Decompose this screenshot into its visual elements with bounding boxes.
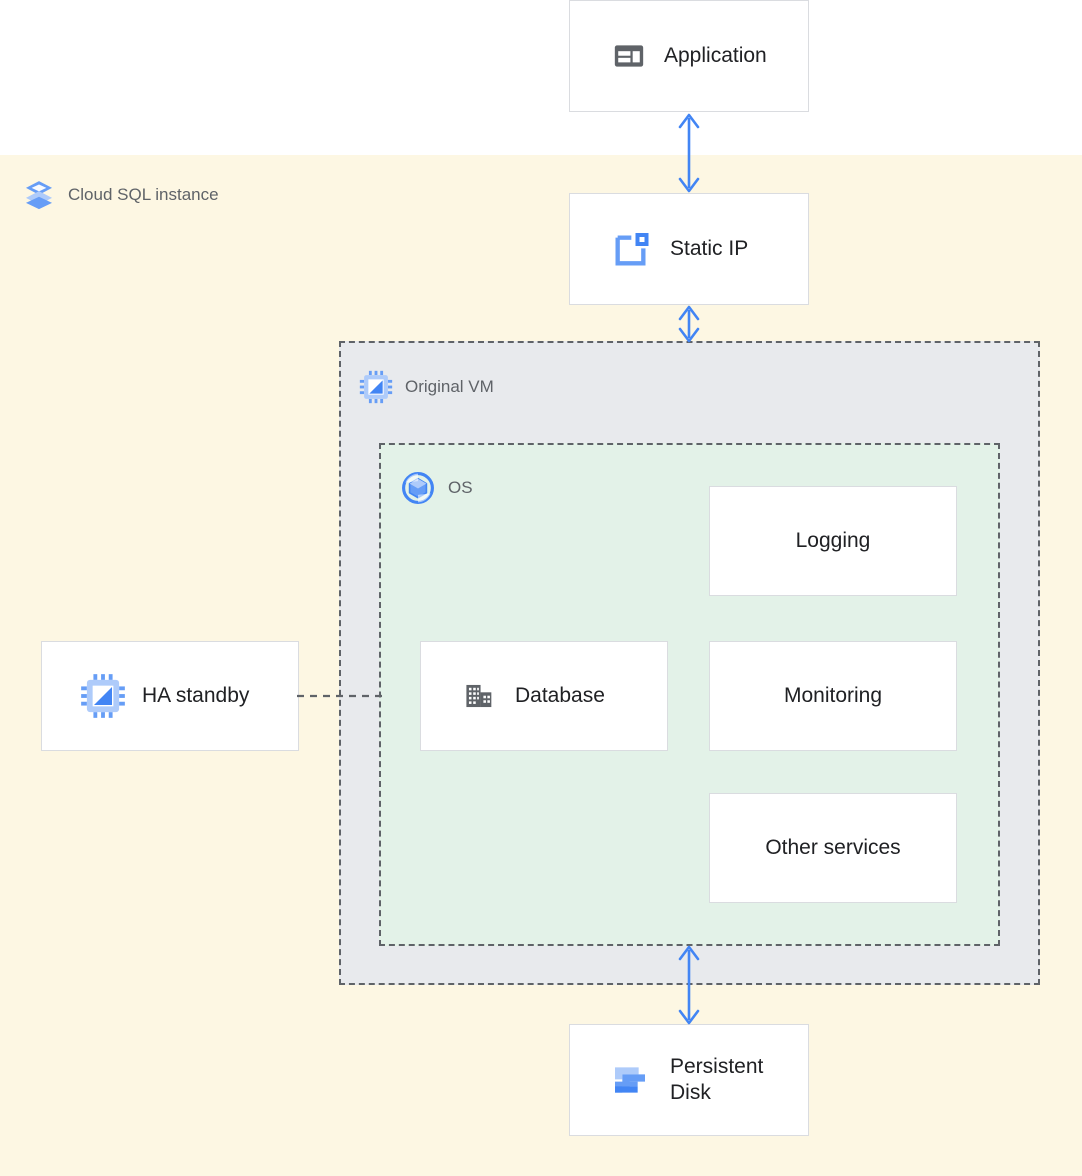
node-application[interactable]: Application (569, 0, 809, 112)
original-vm-label-group: Original VM (359, 370, 494, 404)
node-other-services-label: Other services (765, 835, 901, 859)
node-logging-label: Logging (795, 528, 871, 552)
node-monitoring-label: Monitoring (783, 683, 883, 707)
node-logging[interactable]: Logging (709, 486, 957, 596)
node-static-ip-label: Static IP (670, 236, 749, 260)
connector-original-vm-to-persistent-disk (659, 943, 719, 1027)
node-database[interactable]: Database (420, 641, 668, 751)
connector-static-ip-to-original-vm (659, 303, 719, 345)
original-vm-label: Original VM (405, 377, 494, 396)
persistent-disk-icon (610, 1060, 650, 1100)
static-ip-icon (612, 229, 652, 269)
node-ha-standby[interactable]: HA standby (41, 641, 299, 751)
node-persistent-disk-label: Persistent Disk (670, 1054, 764, 1104)
node-monitoring[interactable]: Monitoring (709, 641, 957, 751)
os-circle-cube-icon (400, 470, 436, 506)
vm-chip-icon (359, 370, 393, 404)
os-label-group: OS (400, 470, 473, 506)
node-application-label: Application (664, 43, 767, 67)
vm-chip-icon (80, 673, 126, 719)
connector-ha-standby-to-os (297, 684, 383, 708)
connector-application-to-static-ip (659, 110, 719, 196)
node-other-services[interactable]: Other services (709, 793, 957, 903)
node-persistent-disk[interactable]: Persistent Disk (569, 1024, 809, 1136)
cloud-sql-stack-icon (22, 178, 56, 212)
os-label: OS (448, 478, 473, 497)
database-building-icon (463, 679, 497, 713)
node-static-ip[interactable]: Static IP (569, 193, 809, 305)
cloud-sql-instance-label: Cloud SQL instance (68, 185, 219, 204)
node-ha-standby-label: HA standby (142, 683, 250, 707)
node-database-label: Database (515, 683, 605, 707)
cloud-sql-instance-label-group: Cloud SQL instance (22, 178, 219, 212)
application-window-icon (612, 39, 646, 73)
